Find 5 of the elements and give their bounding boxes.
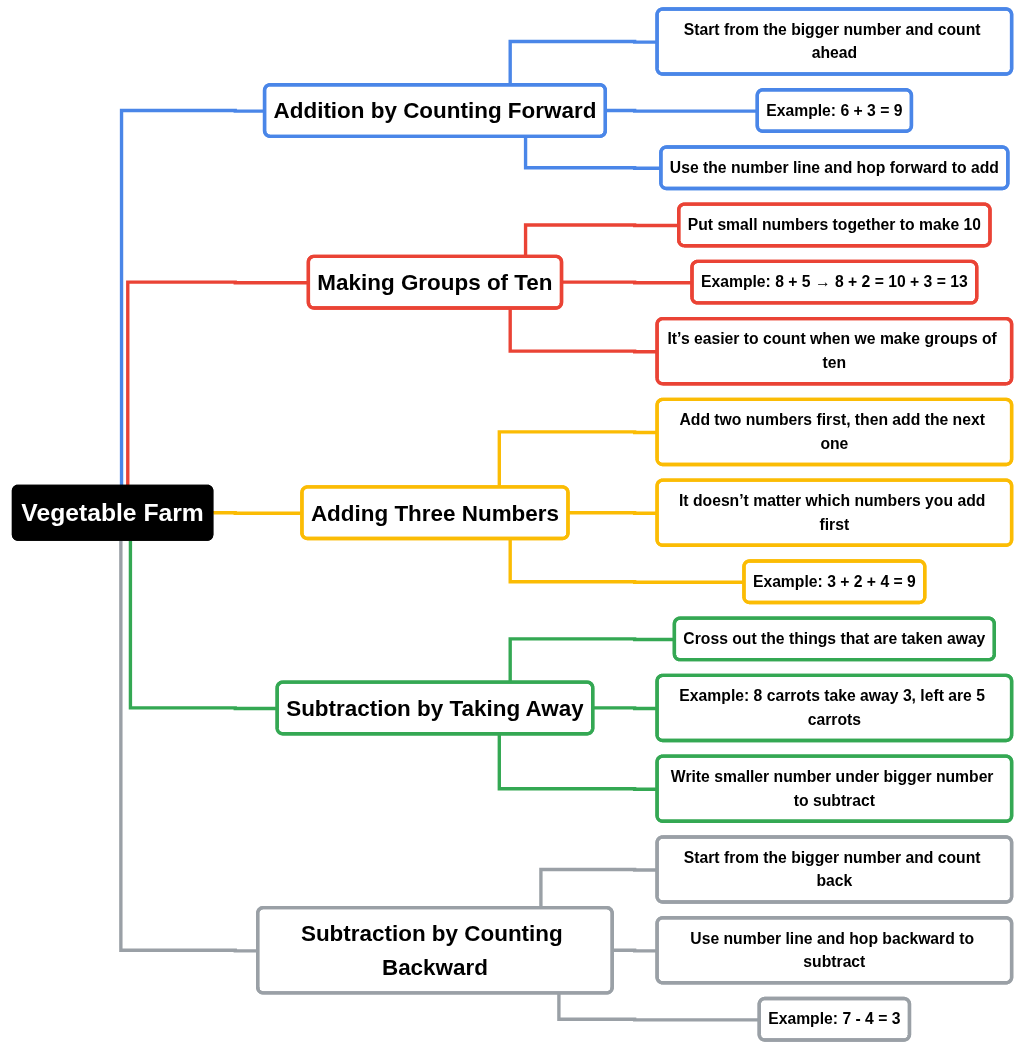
connector xyxy=(523,223,680,257)
connector xyxy=(523,136,662,170)
connector xyxy=(508,539,745,584)
connector xyxy=(560,280,693,285)
connector xyxy=(211,511,303,515)
